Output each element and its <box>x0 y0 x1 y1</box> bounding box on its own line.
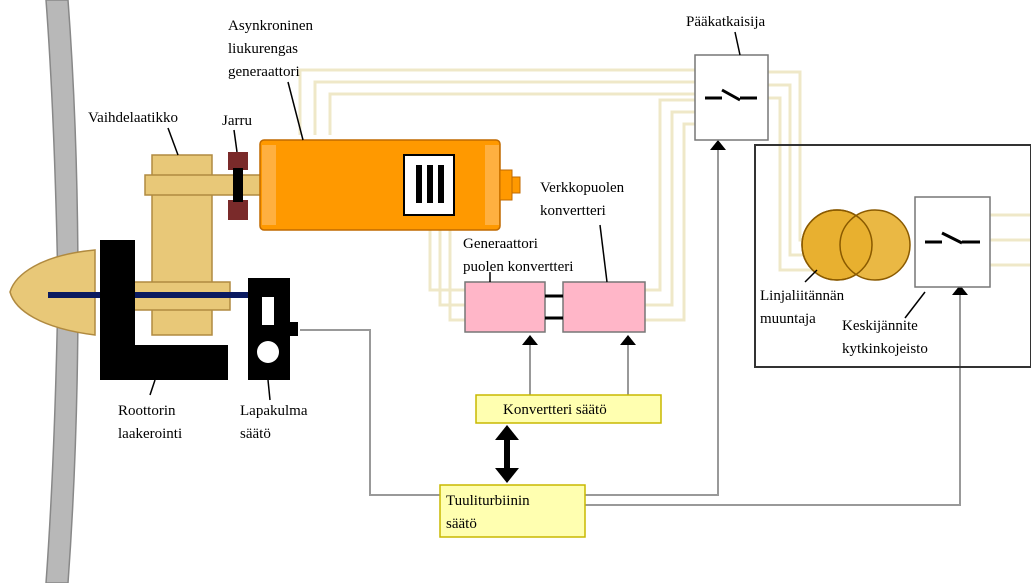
breaker-switch-icon <box>925 231 980 245</box>
converter-control-label: Konvertteri säätö <box>503 402 607 418</box>
converter-control-box <box>475 394 662 424</box>
line-transformer-label: Linjaliitännän muuntaja <box>760 288 848 327</box>
rotor-bearing <box>100 240 228 380</box>
brake-label: Jarru <box>222 113 252 129</box>
substation-enclosure <box>754 144 1031 368</box>
pitch-control-mechanism <box>248 278 298 380</box>
generator-label: Asynkroninen liukurengas generaattori <box>228 18 317 80</box>
pitch-control-label: Lapakulma säätö <box>240 403 311 442</box>
signal-arrowheads <box>522 140 968 345</box>
gearbox-label: Vaihdelaatikko <box>88 110 178 126</box>
grid-converter-label: Verkkopuolen konvertteri <box>540 180 628 219</box>
gearbox-shaft-upper <box>144 174 266 196</box>
mv-switchgear <box>914 196 991 288</box>
rotor-bearing-label: Roottorin laakerointi <box>118 403 182 442</box>
turbine-control-box <box>439 484 586 538</box>
line-transformer <box>801 209 911 281</box>
signal-lines <box>300 150 961 506</box>
mv-switchgear-label: Keskijännite kytkinkojeisto <box>842 318 928 357</box>
leader-lines <box>149 31 926 401</box>
grid-side-converter <box>562 281 646 333</box>
generator-converter-label: Generaattori puolen konvertteri <box>463 236 573 275</box>
turbine-control-label: Tuuliturbiinin säätö <box>446 493 533 532</box>
breaker-switch-icon <box>705 88 757 102</box>
main-shaft <box>48 292 288 298</box>
main-breaker-label: Pääkatkaisija <box>686 14 765 30</box>
main-breaker <box>694 54 769 141</box>
double-arrow-icon <box>495 425 519 483</box>
generator <box>259 139 521 231</box>
brake <box>228 152 248 220</box>
generator-side-converter <box>464 281 546 333</box>
